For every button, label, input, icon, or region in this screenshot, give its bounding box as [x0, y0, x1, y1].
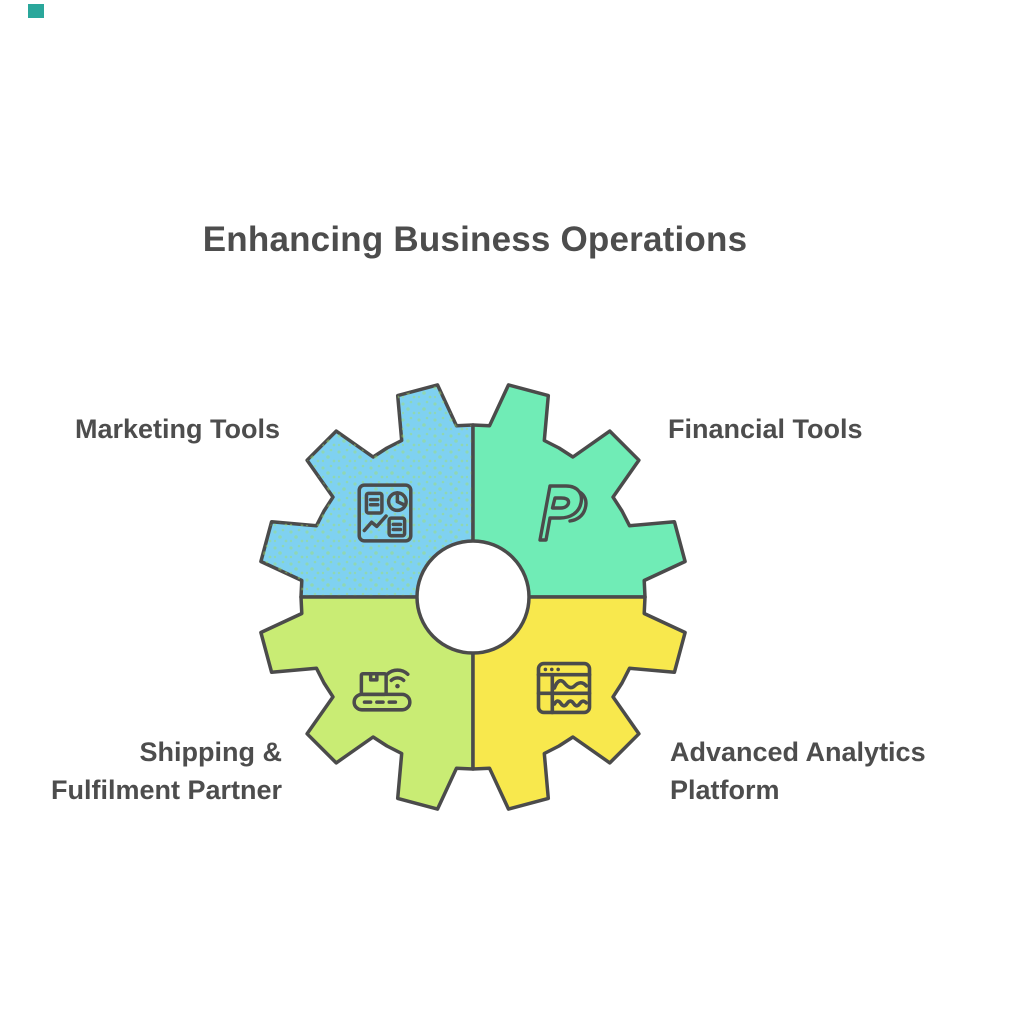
corner-brand-mark	[28, 4, 44, 18]
page-title: Enhancing Business Operations	[202, 220, 748, 259]
gear-segment-marketing-texture	[260, 384, 473, 597]
segment-label-financial: Financial Tools	[668, 414, 863, 444]
conveyor-wifi-icon	[352, 668, 412, 712]
segment-label-shipping: Shipping & Fulfilment Partner	[50, 737, 282, 805]
paypal-icon	[538, 484, 588, 542]
gear-hub	[415, 539, 531, 655]
dashboard-charts-icon	[357, 483, 413, 543]
analytics-window-icon	[536, 661, 592, 715]
segment-label-marketing: Marketing Tools	[74, 414, 280, 444]
segment-label-analytics: Advanced Analytics Platform	[670, 737, 926, 805]
